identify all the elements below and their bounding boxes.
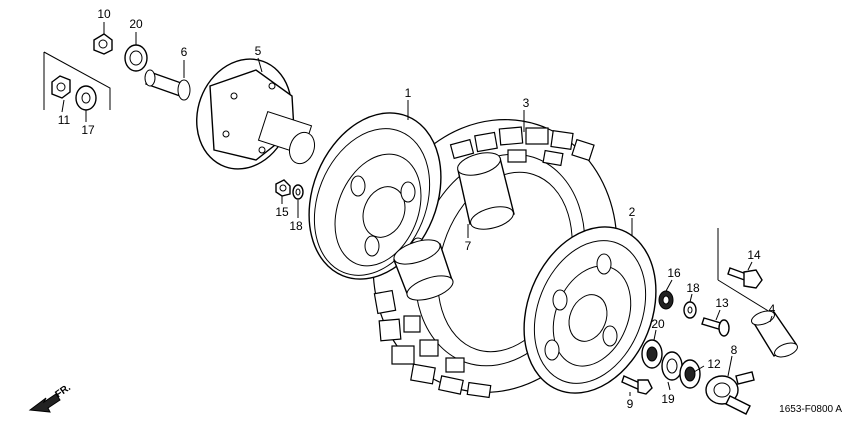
speedometer-gearbox [705, 371, 755, 415]
callout-3: 3 [523, 96, 530, 110]
bolt-right [701, 317, 730, 337]
callout-labels: 10 20 6 5 11 17 1 3 7 15 18 2 16 18 13 1… [58, 7, 776, 411]
tube-sleeve-upper [457, 152, 515, 230]
tube-sleeve-lower [393, 239, 454, 301]
callout-20-right: 20 [651, 317, 665, 331]
callout-6: 6 [181, 45, 188, 59]
callout-19: 19 [661, 392, 675, 406]
callout-5: 5 [255, 44, 262, 58]
callout-18-hub: 18 [289, 219, 303, 233]
tire-tread-bottom [373, 289, 492, 399]
spacer-collar [144, 69, 191, 101]
front-direction-arrow [28, 393, 61, 413]
inner-wheel-rim [523, 226, 657, 394]
callout-17: 17 [81, 123, 95, 137]
bolt-bottom [621, 375, 653, 395]
callout-7: 7 [465, 239, 472, 253]
collar-right [750, 310, 798, 358]
nut-left [51, 75, 71, 99]
callout-9: 9 [627, 397, 634, 411]
callout-8: 8 [731, 343, 738, 357]
callout-10: 10 [97, 7, 111, 21]
callout-14: 14 [747, 248, 761, 262]
washer-left [75, 85, 97, 111]
bearing-outer [679, 359, 701, 389]
callout-11: 11 [58, 113, 71, 127]
bolt-top-right [727, 267, 763, 289]
nut-top [93, 33, 113, 55]
callout-13: 13 [715, 296, 729, 310]
callout-15: 15 [275, 205, 289, 219]
oil-seal [661, 351, 683, 381]
bearing-left [124, 44, 148, 72]
washer-rim [658, 290, 674, 310]
bracket-left-group [43, 51, 111, 110]
bearing-right [641, 339, 663, 369]
callout-1: 1 [405, 86, 412, 100]
callout-12: 12 [707, 357, 721, 371]
washer-small-rim [683, 301, 697, 319]
callout-18-rim: 18 [686, 281, 700, 295]
callout-4: 4 [769, 302, 776, 316]
wheel-hub [196, 58, 316, 170]
diagram-code: 1653-F0800 A [779, 404, 842, 415]
outer-wheel-rim [308, 112, 442, 280]
bracket-right-group [717, 228, 771, 313]
callout-20-top: 20 [129, 17, 143, 31]
inner-rim-bolt-holes [544, 253, 618, 361]
callout-2: 2 [629, 205, 636, 219]
callout-16: 16 [667, 266, 681, 280]
washer-hub [292, 184, 304, 200]
nut-hub [275, 179, 291, 197]
tire-tread-top [449, 126, 595, 175]
leader-lines [61, 22, 773, 396]
